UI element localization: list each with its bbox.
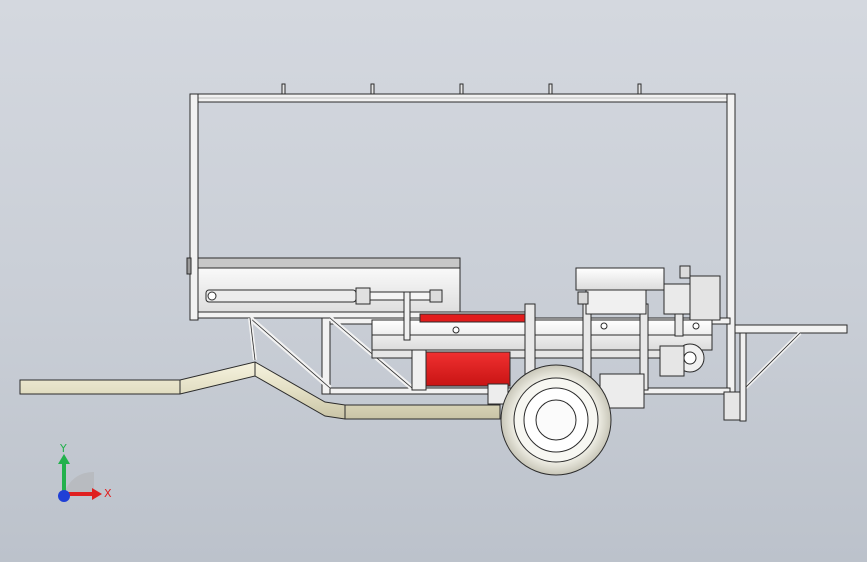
- hydraulic-tank: [423, 351, 511, 387]
- axis-triad: Y X: [58, 442, 112, 502]
- hopper-box: [197, 257, 461, 317]
- truss-braces: [248, 316, 414, 390]
- z-axis-dot: [58, 490, 70, 502]
- rear-platform: [723, 324, 848, 422]
- wheel: [500, 364, 612, 476]
- y-axis-label: Y: [59, 442, 67, 455]
- roof-frame: [189, 83, 735, 103]
- engine-unit: [575, 265, 721, 377]
- tow-bar: [19, 361, 501, 420]
- x-axis-label: X: [104, 487, 112, 500]
- tank-bracket: [411, 349, 427, 391]
- trailer-model: [19, 83, 848, 476]
